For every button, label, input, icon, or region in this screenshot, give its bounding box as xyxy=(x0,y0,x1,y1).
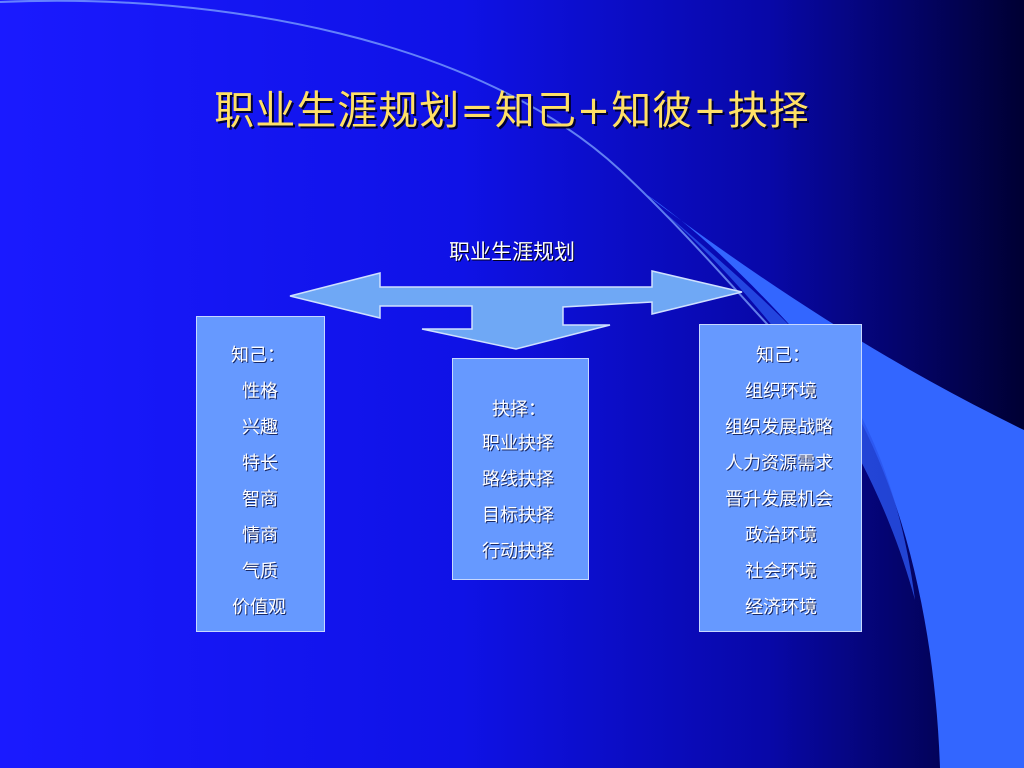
self-knowledge-box: 知己： 性格 兴趣 特长 智商 情商 气质 价值观 xyxy=(196,316,325,632)
double-headed-arrow-with-down-branch xyxy=(289,270,743,350)
environment-box: 知己： 组织环境 组织发展战略 人力资源需求 晋升发展机会 政治环境 社会环境 … xyxy=(699,324,862,632)
right-box-item: 人力资源需求 xyxy=(725,453,833,474)
choice-box: 抉择： 职业抉择 路线抉择 目标抉择 行动抉择 xyxy=(452,358,589,580)
left-box-item: 性格 xyxy=(242,381,278,402)
left-box-heading: 知己： xyxy=(231,345,285,366)
left-box-item: 特长 xyxy=(242,453,278,474)
right-box-item: 社会环境 xyxy=(745,561,817,582)
left-box-item: 价值观 xyxy=(232,597,286,618)
middle-box-heading: 抉择： xyxy=(492,399,546,420)
right-box-item: 政治环境 xyxy=(745,525,817,546)
right-box-item: 组织环境 xyxy=(745,381,817,402)
right-box-item: 组织发展战略 xyxy=(725,417,833,438)
right-box-item: 经济环境 xyxy=(745,597,817,618)
middle-box-item: 路线抉择 xyxy=(482,469,554,490)
right-box-heading: 知己： xyxy=(756,345,810,366)
slide-title: 职业生涯规划=知己+知彼+抉择 xyxy=(214,88,810,134)
middle-box-item: 行动抉择 xyxy=(482,541,554,562)
left-box-item: 兴趣 xyxy=(242,417,278,438)
middle-box-item: 目标抉择 xyxy=(482,505,554,526)
left-box-item: 情商 xyxy=(242,525,278,546)
left-box-item: 智商 xyxy=(242,489,278,510)
left-box-item: 气质 xyxy=(242,561,278,582)
middle-box-item: 职业抉择 xyxy=(482,433,554,454)
right-box-item: 晋升发展机会 xyxy=(725,489,833,510)
center-label: 职业生涯规划 xyxy=(449,240,575,264)
